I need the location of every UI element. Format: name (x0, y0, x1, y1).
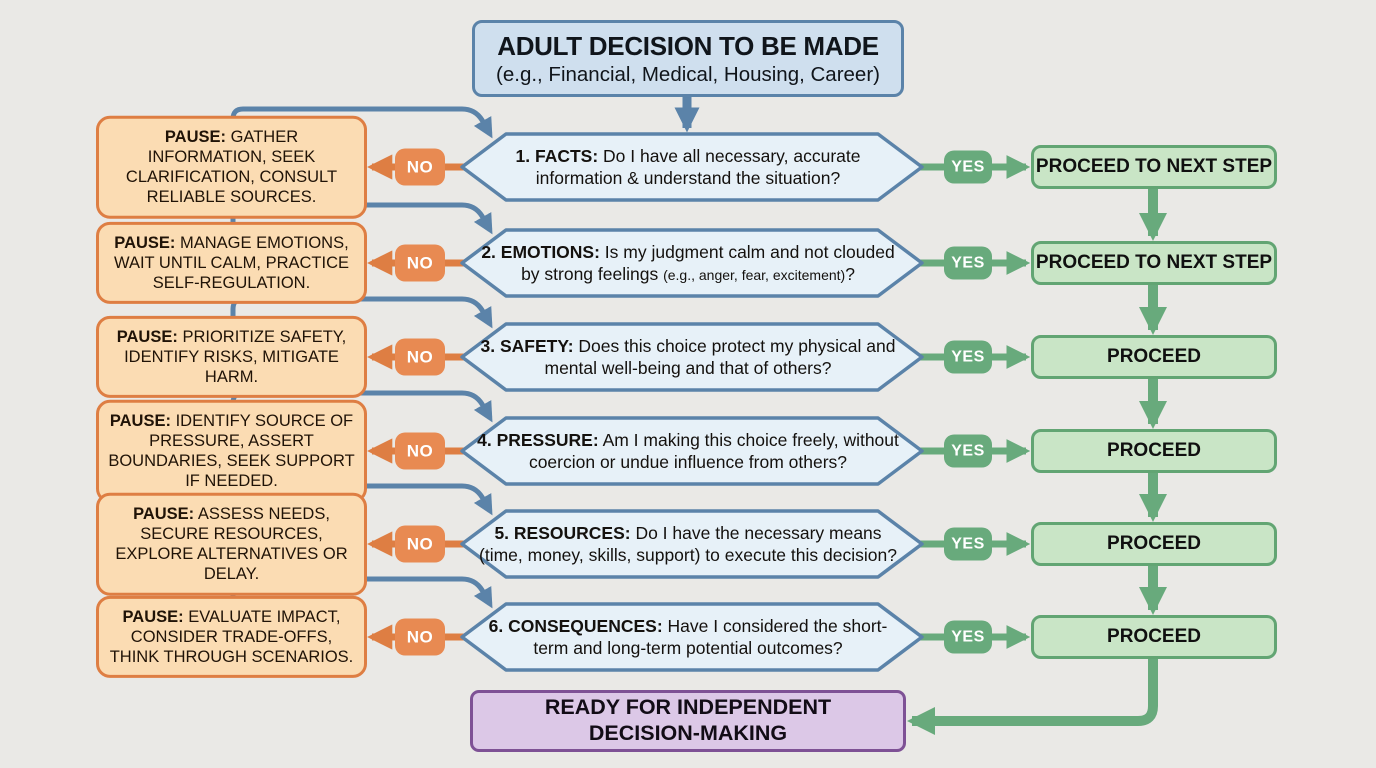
pause-text: MANAGE EMOTIONS, WAIT UNTIL CALM, PRACTI… (114, 233, 349, 293)
no-badge-3: NO (395, 338, 445, 376)
yes-badge-3: YES (944, 340, 992, 374)
pause-box-4: PAUSE: IDENTIFY SOURCE OF PRESSURE, ASSE… (96, 399, 367, 503)
yes-badge-4: YES (944, 434, 992, 468)
proceed-box-2: PROCEED TO NEXT STEP (1031, 241, 1277, 285)
yes-badge-1: YES (944, 150, 992, 184)
question-label: 4. PRESSURE: (477, 429, 599, 450)
question-text: Do I have all necessary, accurate inform… (535, 145, 861, 188)
question-text: Do I have the necessary means (time, mon… (479, 522, 897, 565)
question-label: 1. FACTS: (515, 145, 599, 166)
pause-box-2: PAUSE: MANAGE EMOTIONS, WAIT UNTIL CALM,… (96, 221, 367, 305)
yes-badge-2: YES (944, 246, 992, 280)
question-label: 5. RESOURCES: (494, 522, 631, 543)
no-badge-2: NO (395, 244, 445, 282)
decision-question-2: 2. EMOTIONS: Is my judgment calm and not… (475, 241, 901, 285)
no-badge-4: NO (395, 432, 445, 470)
start-title: ADULT DECISION TO BE MADE (497, 30, 879, 61)
pause-label: PAUSE: (109, 411, 171, 430)
question-small-text: (e.g., anger, fear, excitement) (663, 267, 846, 283)
pause-label: PAUSE: (114, 233, 176, 252)
decision-question-3: 3. SAFETY: Does this choice protect my p… (475, 335, 901, 379)
pause-label: PAUSE: (164, 127, 226, 146)
no-badge-5: NO (395, 525, 445, 563)
pause-box-3: PAUSE: PRIORITIZE SAFETY, IDENTIFY RISKS… (96, 315, 367, 399)
question-text: Is my judgment calm and not clouded by s… (521, 241, 895, 284)
question-text: Have I considered the short-term and lon… (533, 615, 888, 658)
pause-label: PAUSE: (116, 327, 178, 346)
yes-badge-5: YES (944, 527, 992, 561)
pause-box-6: PAUSE: EVALUATE IMPACT, CONSIDER TRADE-O… (96, 595, 367, 679)
start-node: ADULT DECISION TO BE MADE (e.g., Financi… (472, 20, 904, 97)
pause-label: PAUSE: (122, 607, 184, 626)
yes-badge-6: YES (944, 620, 992, 654)
proceed-box-4: PROCEED (1031, 429, 1277, 473)
pause-label: PAUSE: (133, 504, 195, 523)
start-subtitle: (e.g., Financial, Medical, Housing, Care… (496, 62, 880, 86)
decision-question-5: 5. RESOURCES: Do I have the necessary me… (475, 522, 901, 566)
proceed-box-6: PROCEED (1031, 615, 1277, 659)
proceed-box-5: PROCEED (1031, 522, 1277, 566)
pause-box-5: PAUSE: ASSESS NEEDS, SECURE RESOURCES, E… (96, 492, 367, 596)
no-badge-1: NO (395, 148, 445, 186)
final-line2: DECISION-MAKING (588, 721, 788, 745)
pause-box-1: PAUSE: GATHER INFORMATION, SEEK CLARIFIC… (96, 115, 367, 219)
question-text: Does this choice protect my physical and… (544, 335, 896, 378)
proceed-box-1: PROCEED TO NEXT STEP (1031, 145, 1277, 189)
pause-text: IDENTIFY SOURCE OF PRESSURE, ASSERT BOUN… (108, 411, 355, 491)
question-text: Am I making this choice freely, without … (528, 429, 899, 472)
pause-text: ASSESS NEEDS, SECURE RESOURCES, EXPLORE … (115, 504, 348, 584)
proceed-box-3: PROCEED (1031, 335, 1277, 379)
final-node: READY FOR INDEPENDENT DECISION-MAKING (470, 690, 906, 752)
decision-question-4: 4. PRESSURE: Am I making this choice fre… (475, 429, 901, 473)
question-tail: ? (845, 264, 855, 284)
question-label: 6. CONSEQUENCES: (488, 615, 663, 636)
final-line1: READY FOR INDEPENDENT (544, 695, 832, 720)
question-label: 3. SAFETY: (480, 335, 574, 356)
pause-text: EVALUATE IMPACT, CONSIDER TRADE-OFFS, TH… (109, 607, 354, 667)
question-label: 2. EMOTIONS: (481, 241, 600, 262)
decision-question-1: 1. FACTS: Do I have all necessary, accur… (475, 145, 901, 189)
pause-text: GATHER INFORMATION, SEEK CLARIFICATION, … (125, 127, 338, 207)
no-badge-6: NO (395, 618, 445, 656)
pause-text: PRIORITIZE SAFETY, IDENTIFY RISKS, MITIG… (124, 327, 347, 387)
decision-question-6: 6. CONSEQUENCES: Have I considered the s… (475, 615, 901, 659)
